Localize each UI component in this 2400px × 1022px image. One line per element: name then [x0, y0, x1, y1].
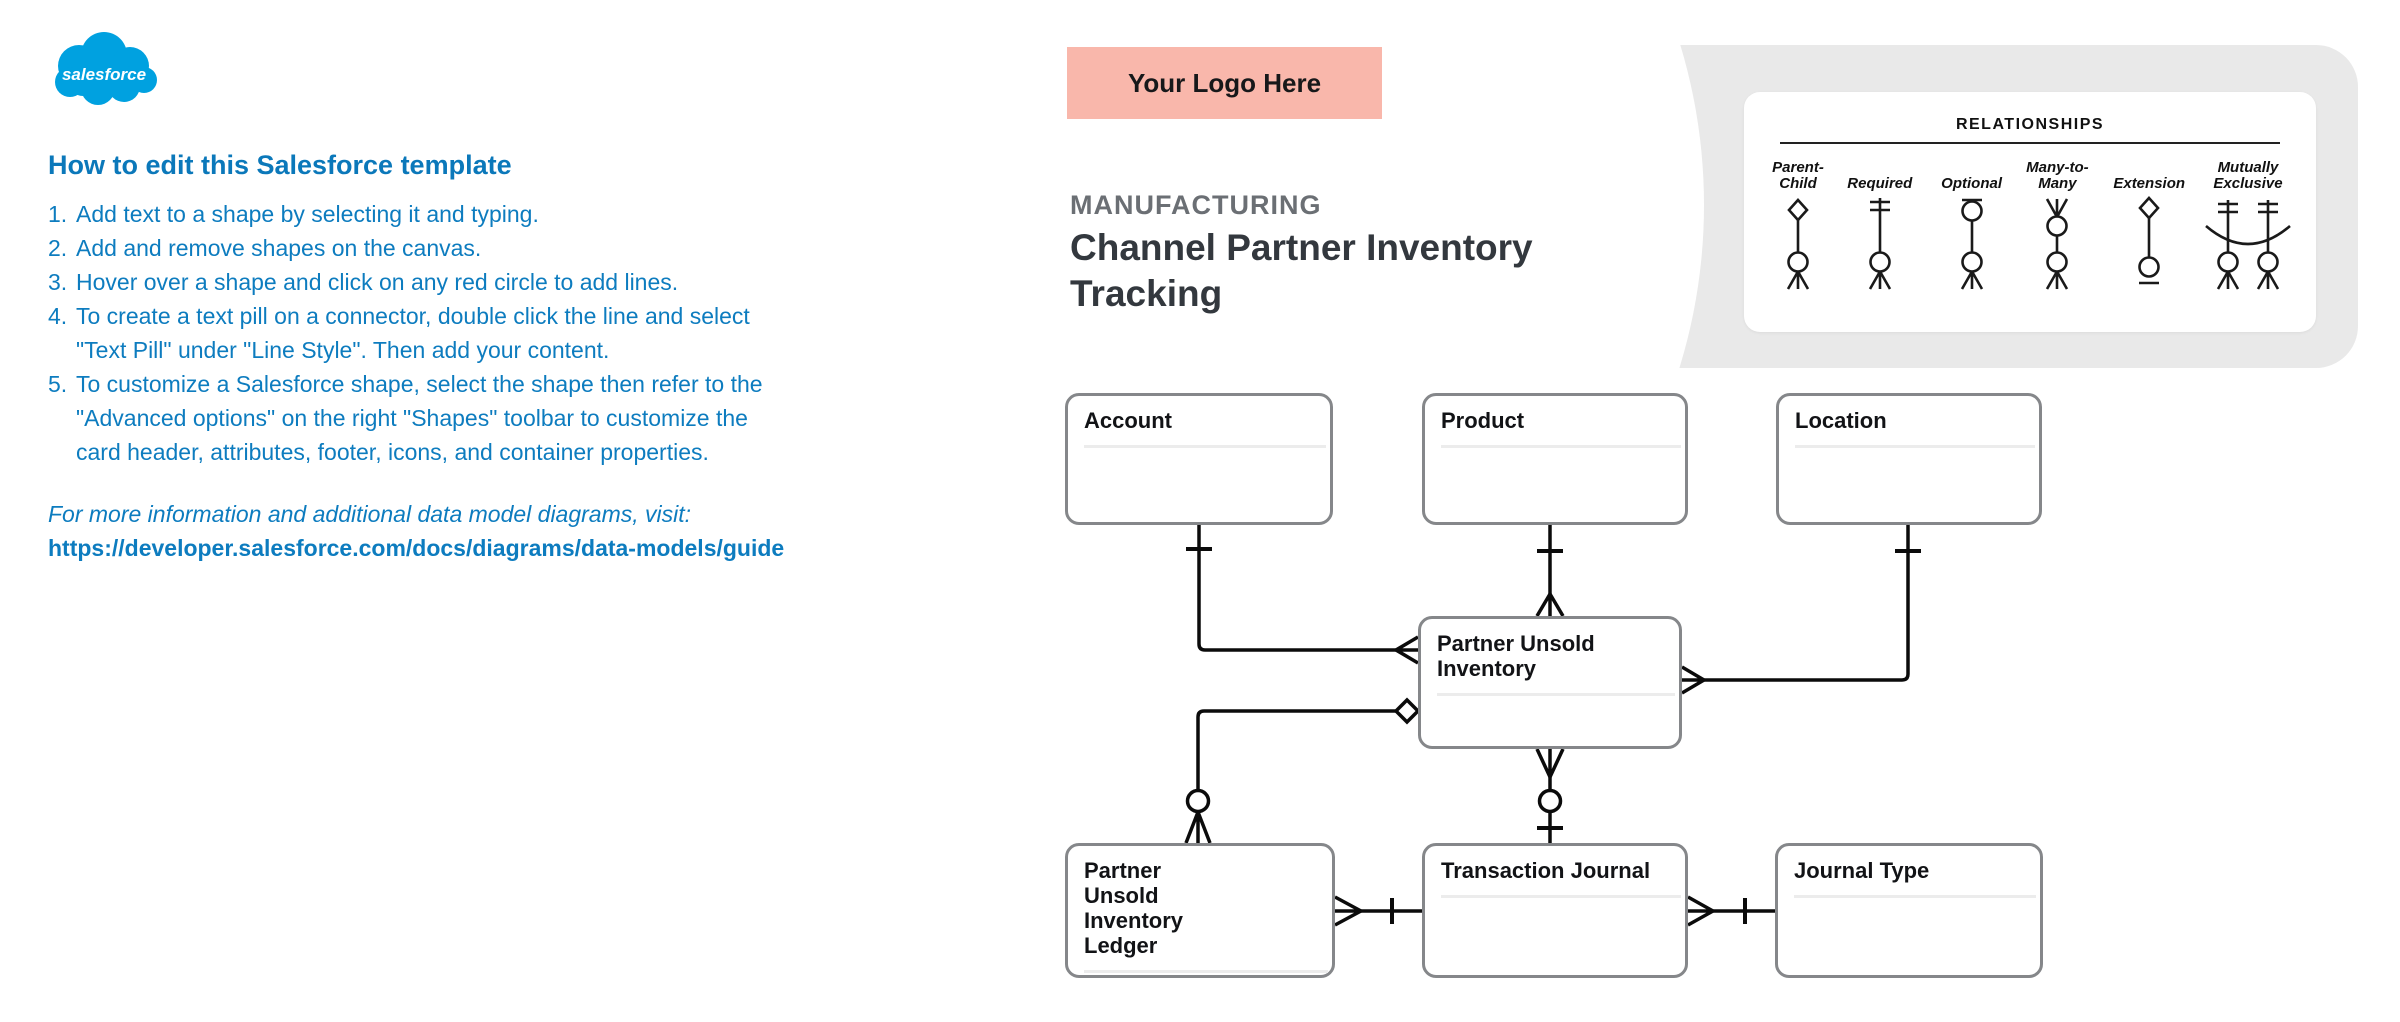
connector-partner-unsold-inventory-to-ledger: [1184, 697, 1421, 844]
entity-partner-unsold-inventory[interactable]: Partner Unsold Inventory: [1418, 616, 1682, 749]
mutually-exclusive-symbol-icon: [2202, 196, 2294, 290]
instruction-text: Add text to a shape by selecting it and …: [76, 201, 539, 227]
crows-foot-icon: [1687, 895, 1714, 927]
instruction-number: 3.: [48, 269, 68, 295]
instruction-item: 3. Hover over a shape and click on any r…: [48, 265, 848, 299]
instruction-item: 2. Add and remove shapes on the canvas.: [48, 231, 848, 265]
connector-transaction-journal-to-journal-type: [1687, 895, 1775, 927]
crows-foot-icon: [1334, 895, 1362, 927]
legend-item-mutually-exclusive: Mutually Exclusive: [2202, 154, 2294, 290]
entity-title: Partner Unsold Inventory Ledger: [1084, 858, 1184, 958]
entity-title: Partner Unsold Inventory: [1437, 631, 1595, 681]
entity-divider: [1437, 693, 1675, 696]
zero-circle-icon: [1537, 788, 1563, 814]
legend-label: Many-to-Many: [2026, 159, 2089, 192]
category-label: MANUFACTURING: [1070, 190, 1322, 220]
entity-title: Product: [1441, 408, 1525, 433]
legend-item-parent-child: Parent-Child: [1766, 154, 1830, 290]
legend-title: RELATIONSHIPS: [1955, 116, 2105, 133]
crows-foot-icon: [1184, 811, 1212, 844]
relationships-legend: RELATIONSHIPS Parent-Child Required: [1744, 92, 2316, 332]
document-header: MANUFACTURING Channel Partner Inventory …: [1070, 190, 1650, 317]
instructions-note: For more information and additional data…: [48, 501, 692, 527]
legend-item-many-to-many: Many-to-Many: [2018, 154, 2096, 290]
instruction-text: Hover over a shape and click on any red …: [76, 269, 679, 295]
connector-ledger-to-transaction-journal: [1334, 895, 1422, 927]
instructions-heading: How to edit this Salesforce template: [48, 150, 512, 180]
many-to-many-symbol-icon: [2035, 196, 2079, 290]
entity-divider: [1795, 445, 2035, 448]
legend-label: Mutually Exclusive: [2213, 159, 2283, 192]
instruction-item: 5. To customize a Salesforce shape, sele…: [48, 367, 848, 469]
instruction-item: 4. To create a text pill on a connector,…: [48, 299, 848, 367]
instruction-number: 2.: [48, 235, 68, 261]
required-symbol-icon: [1858, 196, 1902, 290]
entity-title: Journal Type: [1794, 858, 1930, 883]
salesforce-cloud-icon: salesforce: [55, 32, 157, 105]
legend-item-required: Required: [1835, 154, 1925, 290]
legend-label: Required: [1847, 175, 1913, 192]
page-title: Channel Partner Inventory Tracking: [1070, 227, 1533, 314]
legend-item-extension: Extension: [2101, 154, 2197, 290]
connector-account-to-partner-unsold-inventory: [1186, 525, 1419, 665]
entity-transaction-journal[interactable]: Transaction Journal: [1422, 843, 1688, 978]
entity-title: Account: [1084, 408, 1172, 433]
crows-foot-icon: [1535, 748, 1565, 778]
entity-divider: [1441, 445, 1681, 448]
logo-placeholder-text: Your Logo Here: [1127, 67, 1322, 98]
entity-title: Location: [1795, 408, 1887, 433]
instructions-panel: How to edit this Salesforce template 1. …: [48, 150, 848, 565]
legend-divider: [1780, 142, 2280, 144]
connector-partner-unsold-inventory-to-transaction-journal: [1535, 748, 1565, 843]
entity-partner-unsold-inventory-ledger[interactable]: Partner Unsold Inventory Ledger: [1065, 843, 1335, 978]
legend-label: Parent-Child: [1772, 159, 1824, 192]
instruction-number: 4.: [48, 303, 68, 329]
entity-location[interactable]: Location: [1776, 393, 2042, 525]
instruction-item: 1. Add text to a shape by selecting it a…: [48, 197, 848, 231]
legend-label: Extension: [2113, 175, 2186, 192]
instruction-text: Add and remove shapes on the canvas.: [76, 235, 482, 261]
instruction-text: To create a text pill on a connector, do…: [76, 303, 750, 363]
instruction-number: 1.: [48, 201, 68, 227]
entity-divider: [1441, 895, 1681, 898]
entity-account[interactable]: Account: [1065, 393, 1333, 525]
connector-product-to-partner-unsold-inventory: [1535, 525, 1565, 617]
crows-foot-icon: [1535, 593, 1565, 617]
instruction-number: 5.: [48, 371, 68, 397]
logo-placeholder[interactable]: Your Logo Here: [1067, 47, 1382, 119]
legend-item-optional: Optional: [1930, 154, 2014, 290]
legend-row: Parent-Child Required: [1744, 154, 2316, 290]
extension-symbol-icon: [2127, 196, 2171, 290]
parent-child-symbol-icon: [1776, 196, 1820, 290]
optional-symbol-icon: [1950, 196, 1994, 290]
parent-diamond-icon: [1393, 697, 1421, 725]
entity-divider: [1794, 895, 2036, 898]
entity-divider: [1084, 445, 1326, 448]
entity-title: Transaction Journal: [1441, 858, 1651, 883]
crows-foot-icon: [1395, 635, 1419, 665]
entity-product[interactable]: Product: [1422, 393, 1688, 525]
salesforce-logo: salesforce: [46, 24, 164, 116]
entity-divider: [1084, 970, 1328, 973]
docs-link[interactable]: https://developer.salesforce.com/docs/di…: [48, 535, 785, 561]
crows-foot-icon: [1681, 665, 1705, 695]
zero-circle-icon: [1185, 788, 1211, 814]
entity-journal-type[interactable]: Journal Type: [1775, 843, 2043, 978]
legend-label: Optional: [1941, 175, 2002, 192]
instruction-text: To customize a Salesforce shape, select …: [76, 371, 763, 465]
salesforce-logo-text: salesforce: [62, 65, 146, 84]
connector-location-to-partner-unsold-inventory: [1681, 525, 1921, 695]
